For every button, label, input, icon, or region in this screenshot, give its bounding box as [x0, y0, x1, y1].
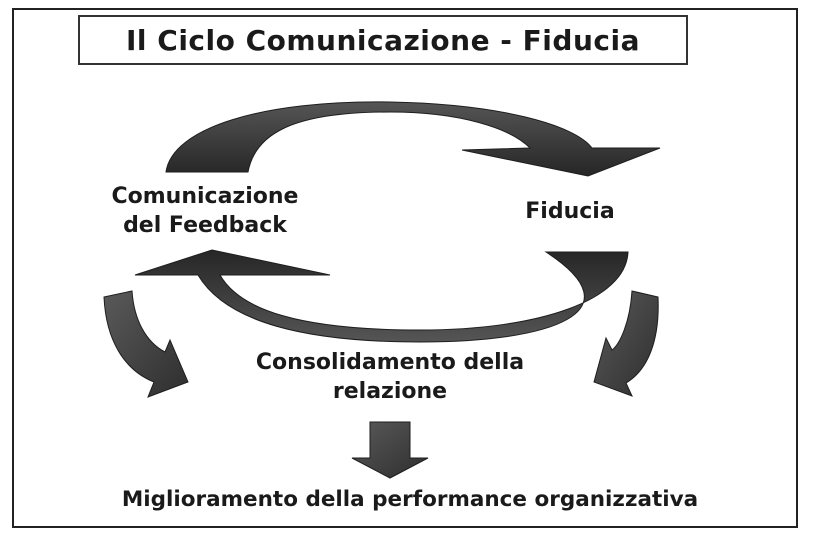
- node-label-line: Consolidamento della: [255, 350, 525, 375]
- side-arrow-left: [103, 290, 189, 398]
- title-box: Il Ciclo Comunicazione - Fiducia: [78, 15, 688, 65]
- node-label-line: relazione: [332, 379, 448, 405]
- node-label-line: Comunicazione: [111, 184, 299, 209]
- cycle-arrow-bottom: [134, 249, 629, 343]
- node-fiducia: Fiducia: [500, 197, 640, 226]
- node-comunicazione-feedback: Comunicazione del Feedback: [70, 182, 340, 240]
- node-label-line: del Feedback: [123, 213, 287, 239]
- cycle-arrow-top: [165, 101, 661, 177]
- node-consolidamento: Consolidamento della relazione: [210, 348, 570, 406]
- node-label-line: Fiducia: [525, 199, 615, 224]
- diagram-title: Il Ciclo Comunicazione - Fiducia: [126, 23, 640, 57]
- down-arrow: [351, 421, 429, 479]
- node-label-line: Miglioramento della performance organizz…: [121, 487, 699, 512]
- node-miglioramento: Miglioramento della performance organizz…: [20, 486, 800, 514]
- side-arrow-right: [593, 290, 659, 397]
